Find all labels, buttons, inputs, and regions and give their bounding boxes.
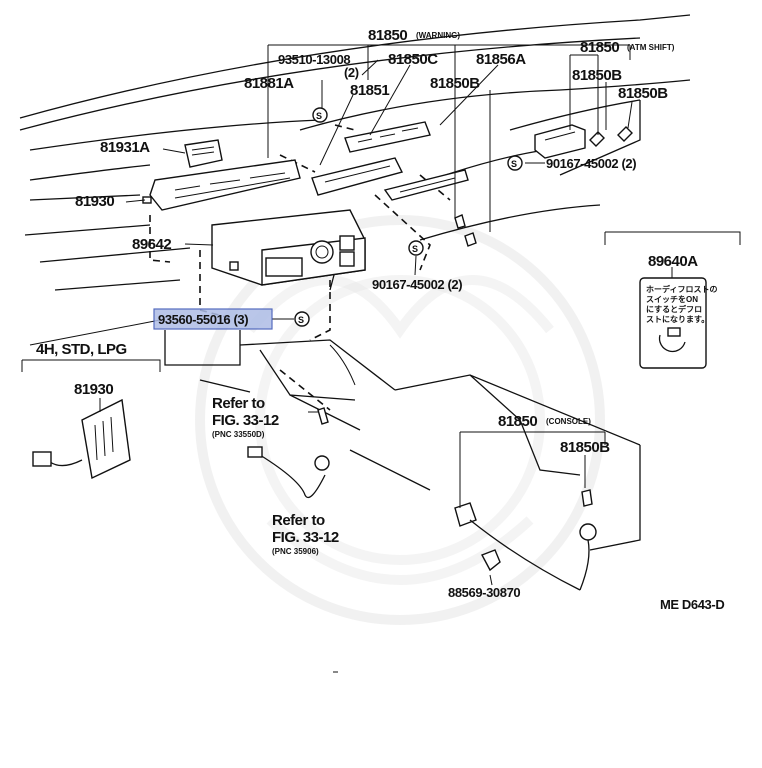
svg-text:(2): (2) xyxy=(344,65,359,80)
reference-note-2[interactable]: Refer to FIG. 33-12 (PNC 35906) xyxy=(272,512,339,556)
svg-text:(CONSOLE): (CONSOLE) xyxy=(546,417,591,426)
part-81930-variant-drawing xyxy=(32,398,131,480)
callout-93560-55016[interactable]: 93560-55016 (3) xyxy=(158,312,249,327)
screw-symbols: S S S S xyxy=(294,107,523,327)
part-81850-atm-shift-drawing xyxy=(534,124,586,159)
console-harness-drawing xyxy=(454,502,597,591)
part-89642-heater-control-drawing xyxy=(211,209,366,286)
callout-89642[interactable]: 89642 xyxy=(132,236,172,253)
part-81850b-bracket-drawing xyxy=(383,169,469,201)
callout-81850-atm-shift[interactable]: 81850 (ATM SHIFT) xyxy=(580,39,675,56)
svg-text:81850: 81850 xyxy=(580,39,619,56)
svg-text:S: S xyxy=(511,159,517,169)
callout-89640a[interactable]: 89640A xyxy=(648,253,699,270)
leader-lines xyxy=(21,44,741,586)
svg-text:にするとデフロ: にするとデフロ xyxy=(646,304,702,314)
svg-text:(WARNING): (WARNING) xyxy=(416,31,460,40)
svg-text:Refer to: Refer to xyxy=(212,395,265,412)
svg-text:S: S xyxy=(298,315,304,325)
part-81856a-drawing xyxy=(344,121,431,153)
svg-text:スイッチをON: スイッチをON xyxy=(646,295,698,304)
svg-text:FIG. 33-12: FIG. 33-12 xyxy=(272,529,339,546)
svg-text:81850: 81850 xyxy=(498,413,537,430)
callout-81850-warning[interactable]: 81850 (WARNING) xyxy=(368,27,460,44)
drawing-code: ME D643-D xyxy=(660,597,724,612)
instrument-panel-outline xyxy=(19,14,691,291)
svg-text:(ATM SHIFT): (ATM SHIFT) xyxy=(627,43,675,52)
callout-81850b-top[interactable]: 81850B xyxy=(430,75,481,92)
svg-text:S: S xyxy=(412,244,418,254)
part-81930-panel-drawing xyxy=(142,159,301,211)
svg-text:ホーディフロストの: ホーディフロストの xyxy=(646,284,717,294)
callout-81930[interactable]: 81930 xyxy=(75,193,115,210)
svg-text:(PNC 35906): (PNC 35906) xyxy=(272,547,319,556)
callout-81931a[interactable]: 81931A xyxy=(100,139,151,156)
reference-note-1[interactable]: Refer to FIG. 33-12 (PNC 33550D) xyxy=(212,395,279,439)
label-card-89640a: ホーディフロストの スイッチをON にするとデフロ ストになります。 xyxy=(639,277,717,369)
callout-81850-console[interactable]: 81850 (CONSOLE) xyxy=(498,413,591,430)
callout-90167-lower[interactable]: 90167-45002 (2) xyxy=(372,277,463,292)
svg-text:S: S xyxy=(316,111,322,121)
reference-harness-drawing xyxy=(247,446,330,499)
callout-81851[interactable]: 81851 xyxy=(350,82,390,99)
callout-81856a[interactable]: 81856A xyxy=(476,51,527,68)
variant-label: 4H, STD, LPG xyxy=(36,341,127,358)
callout-81850b-atm-2[interactable]: 81850B xyxy=(618,85,669,102)
bulb-drawings xyxy=(317,126,633,507)
callout-81850b-console[interactable]: 81850B xyxy=(560,439,611,456)
svg-text:(PNC 33550D): (PNC 33550D) xyxy=(212,430,265,439)
svg-text:FIG. 33-12: FIG. 33-12 xyxy=(212,412,279,429)
callout-81930-variant[interactable]: 81930 xyxy=(74,381,114,398)
callout-93510-13008[interactable]: 93510-13008 (2) xyxy=(278,52,359,80)
callout-90167-upper[interactable]: 90167-45002 (2) xyxy=(546,156,637,171)
svg-text:ストになります。: ストになります。 xyxy=(646,315,709,324)
callout-81850b-atm-1[interactable]: 81850B xyxy=(572,67,623,84)
callout-81881a[interactable]: 81881A xyxy=(244,75,295,92)
part-81931a-drawing xyxy=(184,139,223,168)
highlight-box xyxy=(153,308,273,330)
svg-text:93510-13008: 93510-13008 xyxy=(278,52,350,67)
svg-text:Refer to: Refer to xyxy=(272,512,325,529)
watermark-emblem xyxy=(195,215,605,625)
callout-81850c[interactable]: 81850C xyxy=(388,51,439,68)
svg-text:81850: 81850 xyxy=(368,27,407,44)
part-81850c-drawing xyxy=(311,157,404,196)
callout-88569-30870[interactable]: 88569-30870 xyxy=(448,585,521,600)
